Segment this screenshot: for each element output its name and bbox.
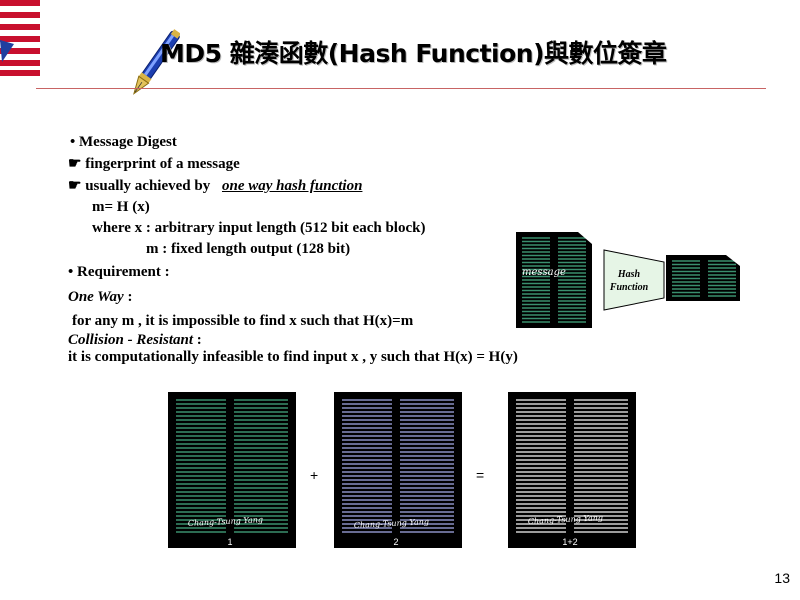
- plus-operator: +: [310, 467, 319, 483]
- bullet-fingerprint-text: fingerprint of a message: [85, 156, 240, 172]
- message-document: message: [516, 232, 592, 328]
- hash-function-diagram: message Hash Function: [516, 232, 740, 328]
- bullet-requirement: • Requirement :: [68, 264, 170, 280]
- function-label: Function: [609, 282, 649, 293]
- digest-document: [666, 255, 740, 301]
- collision-colon: :: [193, 332, 202, 348]
- collision-heading: Collision - Resistant :: [68, 331, 202, 349]
- hash-function-box: Hash Function: [603, 249, 665, 311]
- hash-label: Hash: [617, 269, 641, 280]
- collision-description: it is computationally infeasible to find…: [68, 349, 518, 365]
- bullet-message-digest: • Message Digest: [70, 134, 177, 150]
- one-way-heading: One Way :: [68, 288, 132, 306]
- pointing-hand-icon: ☛: [68, 178, 82, 194]
- slide-title: MD5 雜湊函數(Hash Function)與數位簽章: [160, 39, 667, 68]
- signature-2: Chang-Tsung Yang: [354, 517, 430, 530]
- signature-3: Chang-Tsung Yang: [528, 513, 604, 526]
- bullet-usually-achieved-text: usually achieved by: [85, 178, 211, 194]
- one-way-description: for any m , it is impossible to find x s…: [72, 313, 414, 329]
- flag-emblem: [0, 0, 40, 76]
- formula-m-equals-hx: m= H (x): [92, 199, 150, 215]
- signature-1: Chang-Tsung Yang: [188, 515, 264, 528]
- pointing-hand-icon: ☛: [68, 156, 82, 172]
- one-way-label: One Way: [68, 289, 124, 305]
- collision-label: Collision - Resistant: [68, 332, 194, 348]
- formula-where-x: where x : arbitrary input length (512 bi…: [92, 220, 426, 236]
- document-2-caption: 2: [393, 537, 398, 547]
- formula-m-fixed: m : fixed length output (128 bit): [146, 241, 351, 257]
- document-2: Chang-Tsung Yang 2: [334, 392, 462, 548]
- document-1: Chang-Tsung Yang 1: [168, 392, 296, 548]
- document-1-caption: 1: [227, 537, 232, 547]
- bullet-fingerprint: ☛ fingerprint of a message: [68, 155, 240, 173]
- bullet-usually-achieved: ☛ usually achieved by one way hash funct…: [68, 177, 362, 195]
- pen-icon: [133, 29, 180, 95]
- one-way-hash-function-term: one way hash function: [221, 178, 363, 194]
- document-1-plus-2: Chang-Tsung Yang 1+2: [508, 392, 636, 548]
- title-divider: [36, 88, 766, 89]
- one-way-colon: :: [123, 289, 133, 305]
- page-number: 13: [774, 570, 790, 586]
- equals-operator: =: [476, 467, 485, 483]
- message-label: message: [522, 267, 566, 278]
- document-3-caption: 1+2: [562, 537, 577, 547]
